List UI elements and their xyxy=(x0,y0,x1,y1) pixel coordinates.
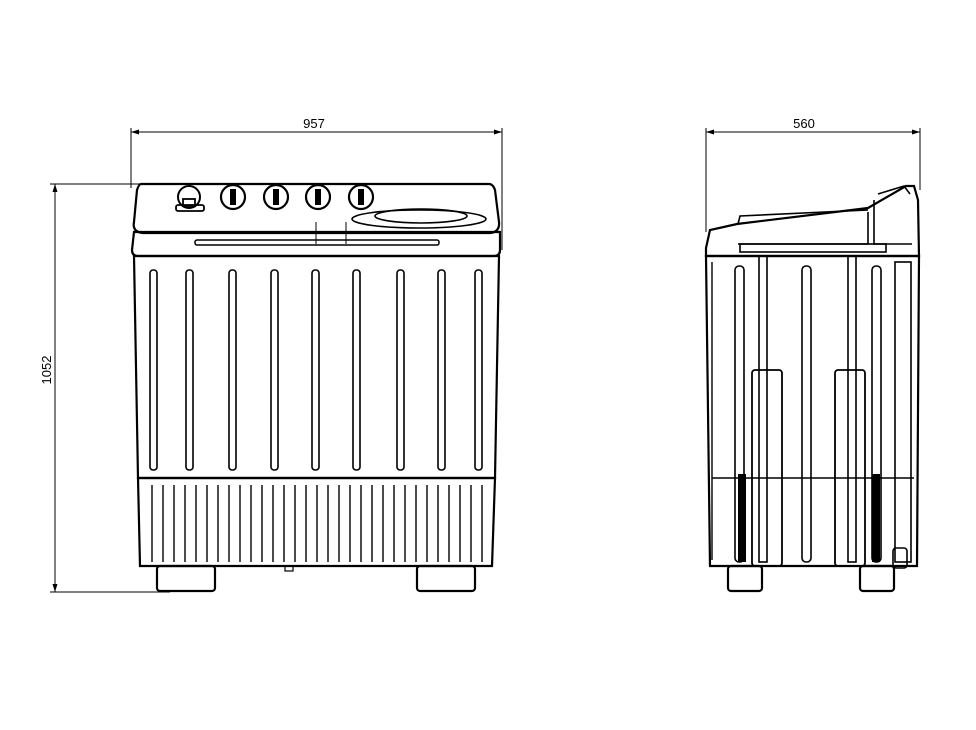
spin-lid-window xyxy=(351,208,487,229)
knob-4-icon xyxy=(347,183,375,211)
height-label: 1052 xyxy=(39,356,54,385)
height-dimension: 1052 xyxy=(39,183,170,593)
front-base xyxy=(136,476,497,568)
side-ribs xyxy=(734,255,882,563)
knob-1-icon xyxy=(219,183,247,211)
depth-dimension: 560 xyxy=(705,116,921,232)
depth-label: 560 xyxy=(793,116,815,131)
knob-3-icon xyxy=(304,183,332,211)
width-label: 957 xyxy=(303,116,325,131)
front-base-grille xyxy=(151,485,483,562)
detergent-cap-icon xyxy=(175,185,205,212)
front-body-ribs xyxy=(149,269,483,471)
control-knobs xyxy=(219,183,375,211)
width-dimension: 957 xyxy=(130,116,503,250)
knob-2-icon xyxy=(262,183,290,211)
side-body xyxy=(704,254,921,568)
front-feet xyxy=(155,564,477,593)
front-view xyxy=(130,182,502,593)
side-view xyxy=(704,184,921,593)
side-feet xyxy=(726,547,908,593)
side-handles xyxy=(738,369,880,567)
